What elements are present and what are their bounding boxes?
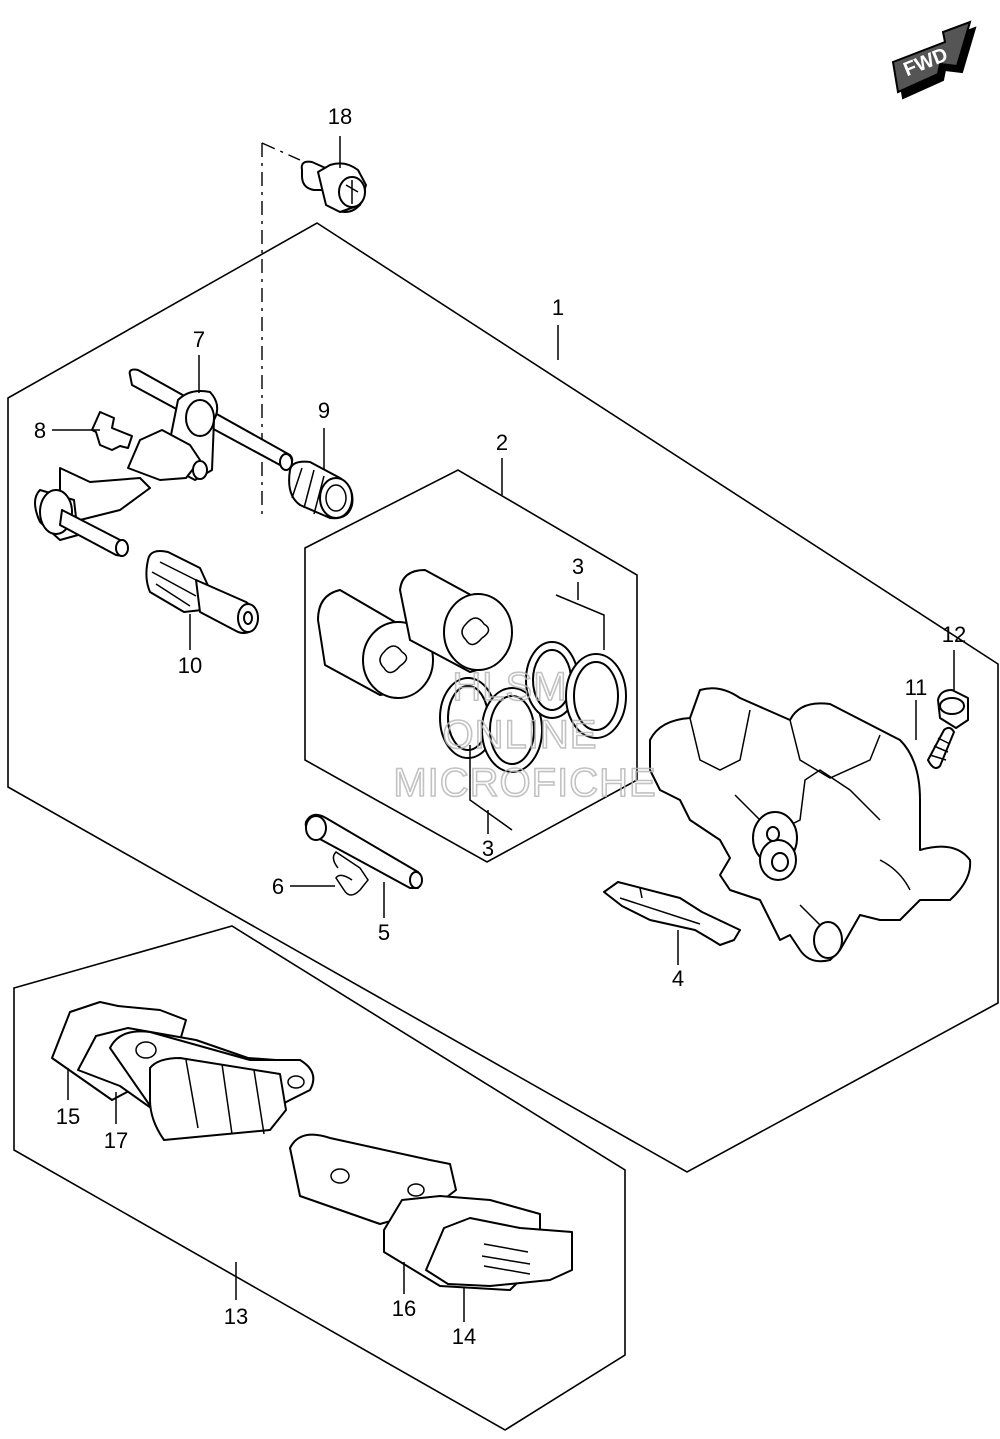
watermark-line-1: HLSM [452, 665, 567, 709]
watermark-line-3: MICROFICHE [393, 761, 656, 805]
callout-2: 2 [496, 430, 508, 455]
watermark-line-2: ONLINE [443, 713, 598, 757]
callout-18: 18 [328, 104, 352, 129]
callout-12: 12 [942, 622, 966, 647]
callout-8: 8 [34, 418, 46, 443]
caliper-body [649, 687, 972, 963]
callout-17: 17 [104, 1128, 128, 1153]
clip-6 [332, 851, 369, 896]
callout-5: 5 [378, 920, 390, 945]
callout-9: 9 [318, 398, 330, 423]
callout-15: 15 [56, 1104, 80, 1129]
fwd-arrow-icon: FWD [891, 20, 977, 100]
pad-set-13 [51, 1001, 573, 1291]
callout-1: 1 [552, 295, 564, 320]
piston-set-2 [317, 569, 513, 699]
cap-12 [937, 689, 969, 729]
leader-lines [52, 136, 955, 1322]
callout-16: 16 [392, 1296, 416, 1321]
callout-6: 6 [272, 874, 284, 899]
callout-3-upper: 3 [572, 554, 584, 579]
boot-10 [145, 550, 259, 635]
assembly-frame-pads [13, 925, 626, 1431]
bolt-18 [300, 160, 367, 213]
seal-rings-3 [439, 594, 627, 831]
assembly-frame-caliper [7, 222, 999, 1173]
callout-13: 13 [224, 1304, 248, 1329]
spring-4 [603, 881, 741, 946]
callout-10: 10 [178, 653, 202, 678]
bolt-centerline [261, 142, 301, 520]
callout-7: 7 [193, 327, 205, 352]
pin-5 [304, 813, 423, 889]
bleeder-11 [927, 726, 955, 769]
callout-4: 4 [672, 966, 684, 991]
boot-9 [288, 460, 354, 520]
bracket-7 [34, 368, 294, 557]
clip-8 [91, 411, 133, 451]
callout-11: 11 [905, 675, 928, 700]
watermark: HLSM ONLINE MICROFICHE [393, 664, 657, 806]
assembly-frame-piston [304, 469, 638, 863]
callout-3-lower: 3 [482, 836, 494, 861]
callout-14: 14 [452, 1324, 476, 1349]
